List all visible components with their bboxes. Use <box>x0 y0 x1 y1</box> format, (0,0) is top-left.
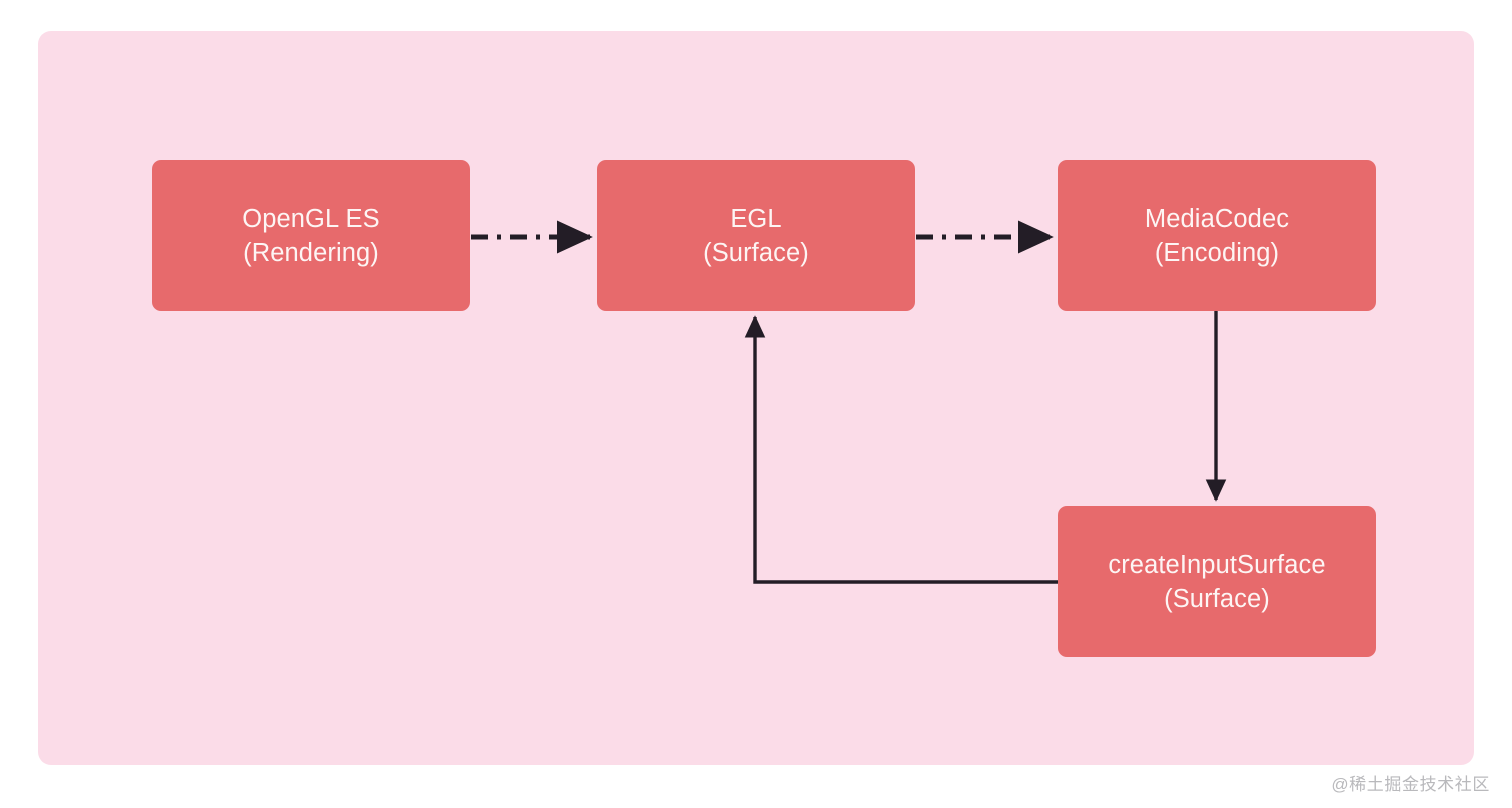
node-egl-line1: EGL <box>730 204 782 233</box>
node-egl-line2: (Surface) <box>703 238 809 267</box>
node-createinputsurface-line1: createInputSurface <box>1108 550 1326 579</box>
node-createinputsurface[interactable]: createInputSurface (Surface) <box>1058 506 1376 657</box>
edge-createinputsurface-to-egl <box>744 315 1058 584</box>
node-opengl[interactable]: OpenGL ES (Rendering) <box>152 160 470 311</box>
node-mediacodec[interactable]: MediaCodec (Encoding) <box>1058 160 1376 311</box>
node-opengl-line2: (Rendering) <box>243 238 379 267</box>
node-egl[interactable]: EGL (Surface) <box>597 160 915 311</box>
node-createinputsurface-line2: (Surface) <box>1164 584 1270 613</box>
node-opengl-line1: OpenGL ES <box>242 204 380 233</box>
node-mediacodec-line2: (Encoding) <box>1154 238 1280 267</box>
node-mediacodec-line1: MediaCodec <box>1144 204 1290 233</box>
watermark-text: @稀土掘金技术社区 <box>1331 775 1490 794</box>
